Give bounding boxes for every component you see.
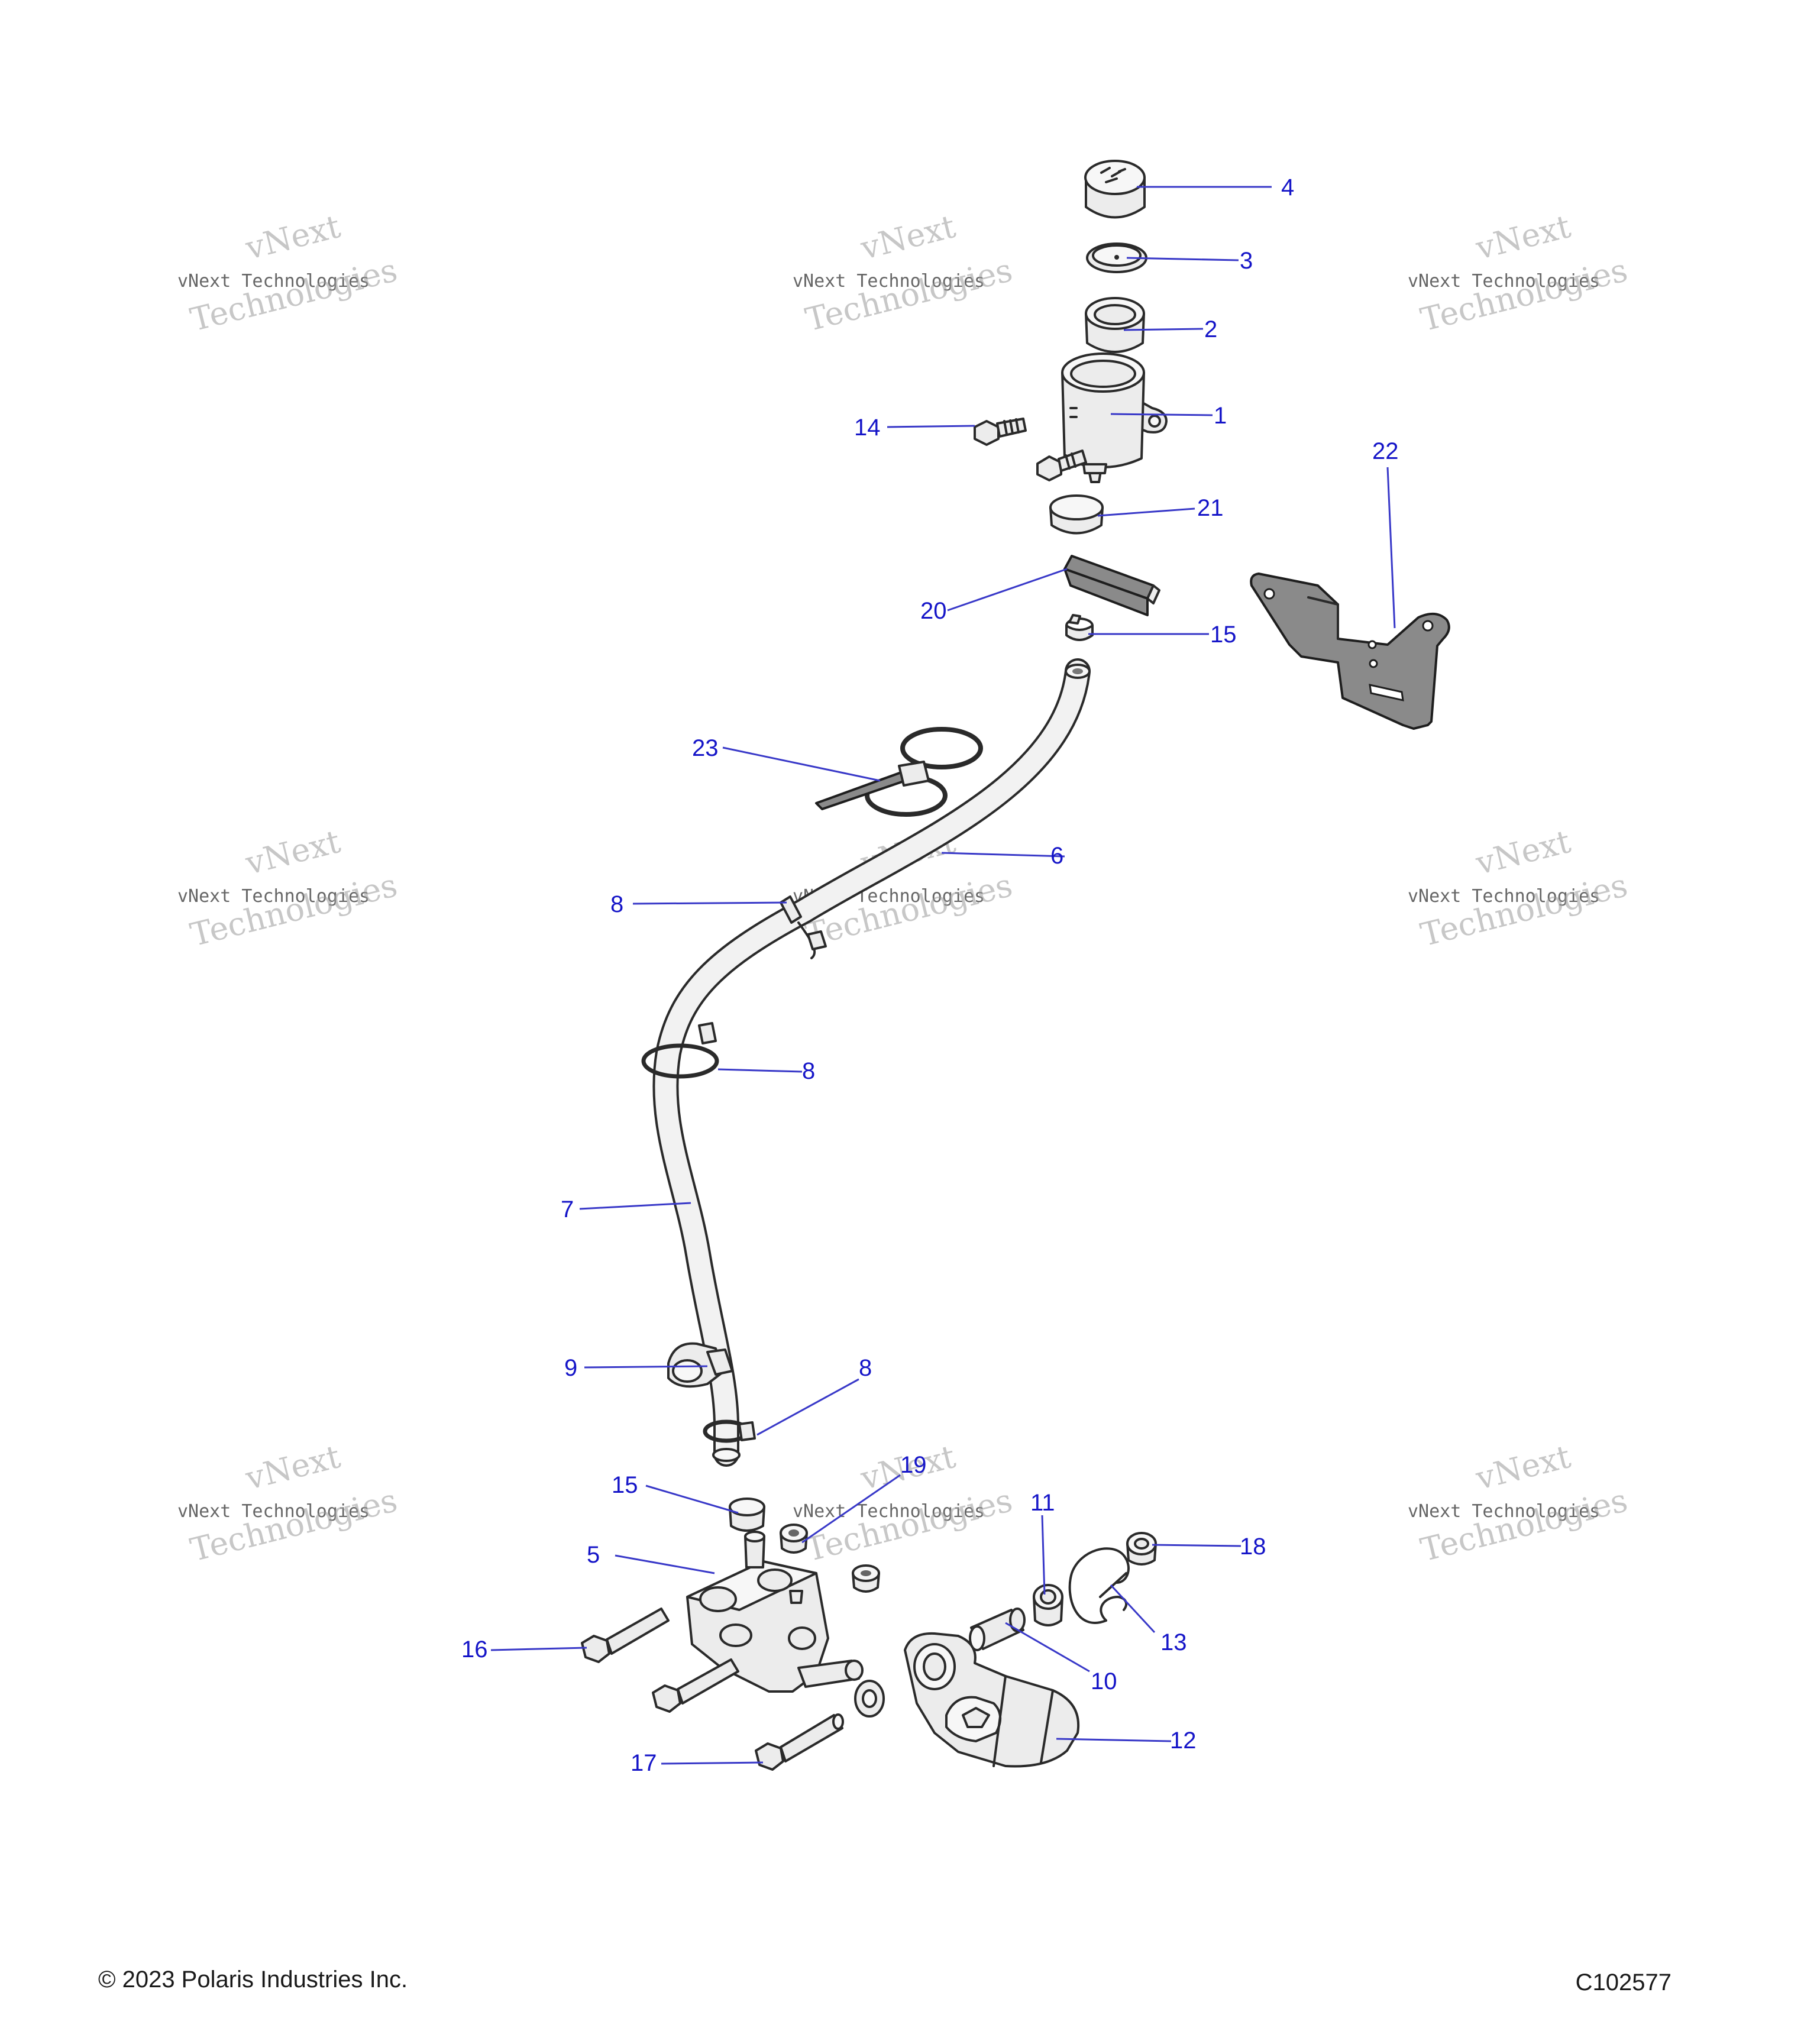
callout-7: 7 xyxy=(561,1196,574,1222)
callout-19: 19 xyxy=(900,1452,927,1478)
diaphragm-seal-part xyxy=(1085,297,1145,353)
caliper-bolt-upper-part xyxy=(581,1608,670,1663)
callout-1: 1 xyxy=(1214,403,1227,429)
watermark-line2: vNext Technologies xyxy=(177,1501,370,1522)
mounting-bracket-part xyxy=(1250,573,1450,730)
watermark-line2: vNext Technologies xyxy=(177,271,370,292)
hose-sleeve-part xyxy=(1063,555,1160,616)
caliper-bolt-upper-part xyxy=(652,1658,739,1713)
callout-9: 9 xyxy=(564,1355,577,1381)
spacer-washer-part xyxy=(854,1680,885,1718)
watermark-line1: vNext xyxy=(1472,1438,1574,1498)
watermark-line3: Technologies xyxy=(187,251,401,339)
callout-8: 8 xyxy=(802,1058,815,1084)
watermark-line1: vNext xyxy=(241,208,344,267)
watermark-line1: vNext xyxy=(856,208,959,267)
brake-hose-part xyxy=(652,658,1091,1467)
caliper-body-part xyxy=(686,1531,864,1693)
callout-22: 22 xyxy=(1372,438,1399,464)
callout-11: 11 xyxy=(1030,1490,1055,1516)
callout-17: 17 xyxy=(631,1750,657,1776)
caliper-bolt-lower-part xyxy=(755,1713,844,1771)
callout-4: 4 xyxy=(1281,174,1294,200)
callout-13: 13 xyxy=(1160,1629,1187,1655)
callout-14: 14 xyxy=(854,415,881,441)
watermark-line2: vNext Technologies xyxy=(1408,886,1600,907)
reservoir-bolt-part xyxy=(1036,449,1087,481)
watermark-line2: vNext Technologies xyxy=(793,271,985,292)
leader-lines xyxy=(490,186,1396,1765)
callout-15: 15 xyxy=(1210,622,1237,648)
callout-15: 15 xyxy=(612,1472,638,1498)
watermark-line3: Technologies xyxy=(1417,251,1631,339)
pin-boot-part xyxy=(1033,1584,1063,1626)
watermark-line1: vNext xyxy=(1472,823,1574,882)
callout-3: 3 xyxy=(1240,248,1253,274)
caliper-pin-sleeve-part xyxy=(969,1608,1026,1651)
callout-20: 20 xyxy=(920,598,947,624)
caliper-bracket-part xyxy=(904,1632,1080,1768)
watermark-line1: vNext xyxy=(1472,208,1574,267)
diaphragm-plate-part xyxy=(1086,242,1147,273)
callout-10: 10 xyxy=(1091,1668,1117,1694)
watermark-line3: Technologies xyxy=(187,1482,401,1569)
callout-5: 5 xyxy=(587,1542,600,1568)
hose-clamp-lower-part xyxy=(729,1498,765,1532)
watermark-line3: Technologies xyxy=(187,866,401,954)
callout-18: 18 xyxy=(1240,1534,1266,1560)
reservoir-bolt-part xyxy=(974,418,1027,446)
watermark-line2: vNext Technologies xyxy=(177,886,370,907)
reservoir-body-part xyxy=(1061,352,1168,483)
bushing-part xyxy=(1126,1532,1157,1566)
bleeder-cap-part xyxy=(780,1524,808,1554)
watermark-line3: Technologies xyxy=(802,251,1016,339)
watermark-line1: vNext xyxy=(241,823,344,882)
zip-tie-loop-part xyxy=(641,1022,719,1079)
watermark-line2: vNext Technologies xyxy=(793,1501,985,1522)
watermark-line1: vNext xyxy=(241,1438,344,1498)
callout-21: 21 xyxy=(1197,495,1224,521)
hose-clamp-upper-part xyxy=(1065,614,1094,641)
callout-6: 6 xyxy=(1050,843,1063,869)
callout-8: 8 xyxy=(610,891,623,917)
watermark-line2: vNext Technologies xyxy=(1408,1501,1600,1522)
callout-16: 16 xyxy=(461,1637,488,1663)
reservoir-cap-part xyxy=(1084,160,1146,219)
figure-code: C102577 xyxy=(1575,1969,1671,1996)
callout-2: 2 xyxy=(1204,316,1217,342)
zip-tie-lower-part xyxy=(703,1419,756,1443)
copyright-text: © 2023 Polaris Industries Inc. xyxy=(98,1967,408,1993)
watermark-line3: Technologies xyxy=(802,1482,1016,1569)
watermark-line3: Technologies xyxy=(1417,866,1631,954)
watermark-line3: Technologies xyxy=(1417,1482,1631,1569)
watermark-line2: vNext Technologies xyxy=(1408,271,1600,292)
reservoir-grommet-part xyxy=(1049,494,1104,535)
callout-8: 8 xyxy=(859,1355,872,1381)
callout-12: 12 xyxy=(1170,1728,1197,1754)
callout-labels: 4 3 2 1 14 21 22 20 15 23 6 8 8 7 9 8 19… xyxy=(461,174,1399,1776)
watermark-group: vNext vNext Technologies Technologies vN… xyxy=(177,208,1631,1569)
bleeder-cap-part xyxy=(852,1564,880,1593)
retaining-spring-part xyxy=(1068,1547,1130,1624)
callout-23: 23 xyxy=(692,735,719,761)
